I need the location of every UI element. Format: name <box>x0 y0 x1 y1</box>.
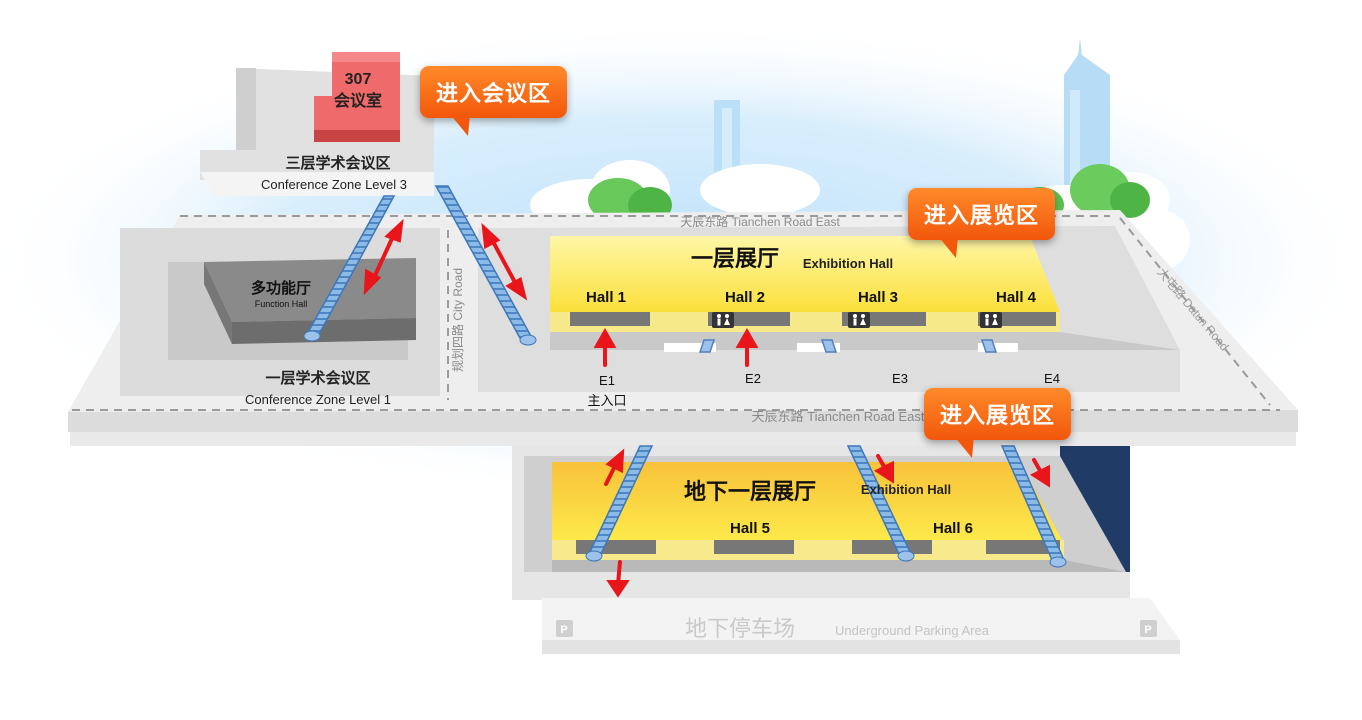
double-arrow-icon <box>363 218 404 296</box>
down-arrow-icon <box>873 454 894 484</box>
down-arrow-icon <box>1029 458 1050 488</box>
enter-exhibition-zone-button[interactable]: 进入展览区 <box>908 188 1056 258</box>
exhibition-hall-b1[interactable] <box>552 462 1064 560</box>
escalator-icon <box>434 185 537 346</box>
direction-arrows <box>363 218 1050 598</box>
entrance-e2: E2 <box>745 371 761 386</box>
function-hall-zh: 多功能厅 <box>251 279 311 297</box>
escalators <box>303 185 1067 568</box>
escalator-icon <box>846 445 915 562</box>
entrance-e4: E4 <box>1044 371 1060 386</box>
up-arrow-icon <box>604 448 625 486</box>
hall-level1-en: Exhibition Hall <box>803 256 893 271</box>
parking-sign-left: P <box>560 624 567 636</box>
hall-5-label[interactable]: Hall 5 <box>730 520 770 537</box>
hall-3-label[interactable]: Hall 3 <box>858 289 898 306</box>
escalator-icon <box>303 195 396 342</box>
enter-exhibition-zone-b1-button[interactable]: 进入展览区 <box>924 388 1072 458</box>
parking-en: Underground Parking Area <box>835 623 990 638</box>
road-label-city: 规划四路 City Road <box>450 268 465 372</box>
parking-area[interactable] <box>542 598 1180 654</box>
callout-label: 进入展览区 <box>940 404 1056 429</box>
escalator-icon <box>585 445 654 562</box>
hall-level1-zh: 一层展厅 <box>691 246 779 271</box>
hall-6-label[interactable]: Hall 6 <box>933 520 973 537</box>
escalator-icon <box>1000 445 1067 568</box>
conf1-en: Conference Zone Level 1 <box>245 392 391 407</box>
b1-floor <box>552 560 1126 572</box>
callout-label: 进入展览区 <box>924 204 1040 229</box>
parking-sign-right: P <box>1144 624 1151 636</box>
hall-2-label[interactable]: Hall 2 <box>725 289 765 306</box>
restroom-icons <box>712 312 1002 328</box>
conf3-en: Conference Zone Level 3 <box>261 177 407 192</box>
entrance-e1: E1 <box>599 373 615 388</box>
function-hall-box <box>204 258 416 344</box>
hall-b1-zh: 地下一层展厅 <box>684 479 816 504</box>
parking-sign-icon <box>556 620 1157 637</box>
hall-4-label[interactable]: Hall 4 <box>996 289 1037 306</box>
entrance-e3: E3 <box>892 371 908 386</box>
road-label-tianchen-top: 天辰东路 Tianchen Road East <box>680 214 840 229</box>
enter-meeting-zone-button[interactable]: 进入会议区 <box>420 66 568 136</box>
hall-1-label[interactable]: Hall 1 <box>586 289 626 306</box>
room-307[interactable] <box>314 52 400 142</box>
up-arrow-icon <box>593 327 617 367</box>
road-label-tianchen-bottom: 天辰东路 Tianchen Road East <box>752 409 925 424</box>
function-hall-en: Function Hall <box>255 299 308 309</box>
down-arrow-icon <box>606 560 630 598</box>
conf3-zh: 三层学术会议区 <box>285 154 390 172</box>
double-arrow-icon <box>481 222 528 301</box>
room-307-name: 会议室 <box>334 91 382 110</box>
parking-zh: 地下停车场 <box>685 616 795 641</box>
callout-label: 进入会议区 <box>436 82 552 107</box>
hall-b1-en: Exhibition Hall <box>861 482 951 497</box>
room-307-number: 307 <box>345 71 372 88</box>
entrance-ramps <box>698 339 998 353</box>
entrance-main-label: 主入口 <box>587 393 626 408</box>
up-arrow-icon <box>735 327 759 367</box>
conf1-zh: 一层学术会议区 <box>265 369 370 387</box>
